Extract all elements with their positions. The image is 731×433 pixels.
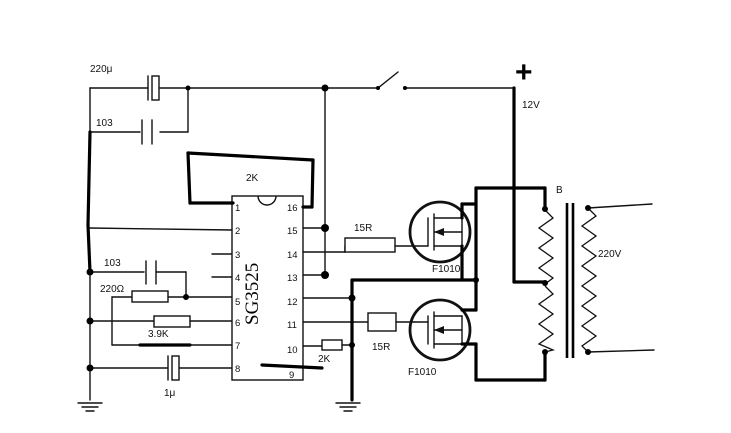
mosfet-bottom-label: F1010 bbox=[408, 367, 437, 378]
chip-pin-5: 5 bbox=[235, 297, 240, 308]
junction-source-bus bbox=[473, 277, 479, 283]
junction-pin13 bbox=[321, 271, 329, 279]
mosfet-top-label: F1010 bbox=[432, 264, 461, 275]
chip-pin-7: 7 bbox=[235, 341, 240, 352]
chip-pin-13: 13 bbox=[287, 273, 298, 284]
timing-resistor-2k-loop bbox=[186, 151, 315, 209]
chip-pin-14: 14 bbox=[287, 250, 298, 261]
transformer-core bbox=[565, 203, 575, 358]
resistor-3-9k bbox=[89, 315, 233, 328]
resistor-15r-top bbox=[344, 237, 415, 253]
chip-pin-3: 3 bbox=[235, 250, 240, 261]
capacitor-103-top bbox=[141, 119, 153, 145]
transformer-label: B bbox=[556, 185, 563, 196]
res-3-9k-label: 3.9K bbox=[148, 329, 169, 340]
ground-left-icon bbox=[77, 402, 103, 412]
supply-plus-sign: + bbox=[515, 56, 533, 89]
chip-pin-15: 15 bbox=[287, 226, 298, 237]
chip-pin-9: 9 bbox=[289, 370, 294, 381]
chip-pin-16: 16 bbox=[287, 203, 298, 214]
primary-centre-tap bbox=[542, 280, 548, 286]
res-15r-top-label: 15R bbox=[354, 223, 372, 234]
junction-cap-top bbox=[185, 85, 191, 91]
top-rail-wires bbox=[89, 87, 515, 229]
chip-name-label: SG3525 bbox=[242, 263, 263, 325]
chip-pin-10: 10 bbox=[287, 345, 298, 356]
junction-left-1u bbox=[86, 364, 94, 372]
chip-pin-11: 11 bbox=[287, 320, 297, 331]
junction-pin5 bbox=[183, 294, 189, 300]
junction-pot bbox=[349, 342, 355, 348]
junction-pin12 bbox=[348, 294, 356, 302]
junction-pin15 bbox=[321, 224, 329, 232]
cap-1u-label: 1μ bbox=[164, 388, 176, 399]
capacitor-103-mid bbox=[89, 260, 187, 298]
chip-pin-8: 8 bbox=[235, 364, 240, 375]
centre-ground-bus bbox=[335, 278, 478, 412]
cap-103-mid-label: 103 bbox=[104, 258, 121, 269]
capacitor-220u bbox=[147, 75, 160, 101]
res-2k-timing-label: 2K bbox=[246, 173, 259, 184]
chip-pin-1: 1 bbox=[235, 203, 240, 214]
power-stage-wiring bbox=[460, 86, 547, 382]
pot-2k-label: 2K bbox=[318, 354, 331, 365]
supply-voltage-label: 12V bbox=[522, 100, 540, 111]
cap-103-top-label: 103 bbox=[96, 118, 113, 129]
sg3525-chip bbox=[231, 195, 304, 381]
chip-pin-6: 6 bbox=[235, 318, 240, 329]
primary-bottom-tap bbox=[542, 349, 548, 355]
res-15r-bottom-label: 15R bbox=[372, 342, 390, 353]
left-ground-bus bbox=[86, 130, 233, 401]
mosfet-bottom-icon bbox=[408, 298, 472, 362]
pot-2k bbox=[321, 339, 353, 351]
junction-top-rail bbox=[321, 84, 329, 92]
secondary-top-tap bbox=[585, 205, 591, 211]
capacitor-1u bbox=[89, 355, 233, 381]
transformer-primary-coil bbox=[537, 209, 556, 353]
chip-pin-12: 12 bbox=[287, 297, 298, 308]
secondary-bottom-tap bbox=[585, 349, 591, 355]
mosfet-top-icon bbox=[408, 200, 472, 264]
res-220ohm-label: 220Ω bbox=[100, 284, 125, 295]
junction-left-103 bbox=[86, 268, 94, 276]
output-voltage-label: 220V bbox=[598, 249, 622, 260]
chip-pin-4: 4 bbox=[235, 273, 240, 284]
junction-left-3-9k bbox=[86, 317, 94, 325]
primary-top-tap bbox=[542, 206, 548, 212]
power-switch bbox=[376, 71, 407, 90]
cap-220u-label: 220μ bbox=[90, 64, 113, 75]
chip-pin-2: 2 bbox=[235, 226, 240, 237]
resistor-15r-bottom bbox=[367, 312, 415, 332]
transformer-secondary-coil bbox=[580, 203, 655, 353]
pin3-pin4-stubs bbox=[211, 253, 233, 278]
